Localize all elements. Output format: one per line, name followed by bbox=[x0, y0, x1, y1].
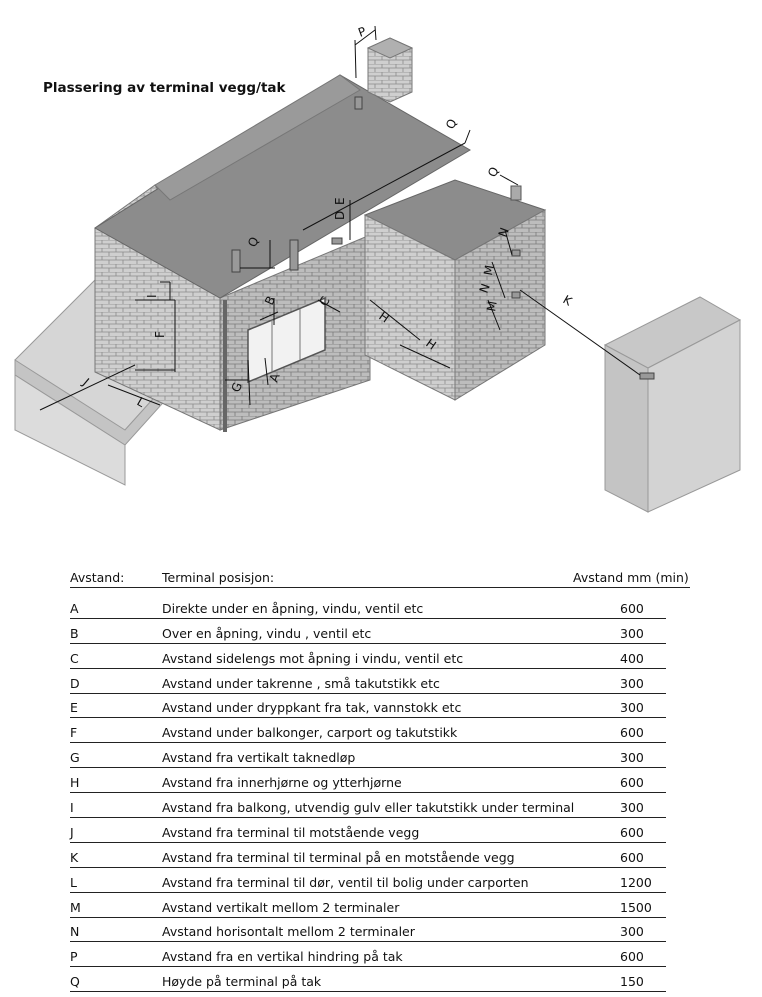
row-code: P bbox=[70, 949, 78, 965]
table-row: D Avstand under takrenne , små takutstikk… bbox=[70, 669, 666, 694]
label-q-top: Q bbox=[443, 117, 460, 131]
table-row: G Avstand fra vertikalt taknedløp 300 bbox=[70, 743, 666, 769]
table-row: N Avstand horisontalt mellom 2 terminaler… bbox=[70, 918, 666, 943]
row-code: H bbox=[70, 775, 80, 791]
label-g: G bbox=[229, 380, 245, 394]
row-description: Avstand fra innerhjørne og ytterhjørne bbox=[162, 775, 402, 791]
row-description: Avstand vertikalt mellom 2 terminaler bbox=[162, 899, 400, 915]
row-distance: 1200 bbox=[620, 874, 652, 890]
distance-table: Avstand: Terminal posisjon: Avstand mm (… bbox=[70, 569, 690, 993]
row-description: Avstand under balkonger, carport og taku… bbox=[162, 725, 458, 741]
row-distance: 400 bbox=[620, 650, 644, 666]
row-description: Avstand horisontalt mellom 2 terminaler bbox=[162, 924, 415, 940]
row-description: Over en åpning, vindu , ventil etc bbox=[162, 625, 372, 641]
row-distance: 600 bbox=[620, 725, 644, 741]
row-description: Avstand fra en vertikal hindring på tak bbox=[162, 949, 403, 965]
table-row: Q Høyde på terminal på tak 150 bbox=[70, 967, 666, 993]
table-row: J Avstand fra terminal til motstående veg… bbox=[70, 818, 666, 843]
label-m-top: M bbox=[481, 264, 497, 277]
row-code: B bbox=[70, 625, 79, 641]
row-code: N bbox=[70, 924, 80, 940]
row-distance: 300 bbox=[620, 924, 644, 940]
table-row: K Avstand fra terminal til terminal på en… bbox=[70, 843, 666, 868]
row-description: Avstand fra terminal til motstående vegg bbox=[162, 824, 420, 840]
header-terminal-posisjon: Terminal posisjon: bbox=[162, 570, 275, 585]
row-distance: 1500 bbox=[620, 899, 652, 915]
label-i: I bbox=[145, 294, 159, 298]
row-distance: 600 bbox=[620, 775, 644, 791]
row-code: M bbox=[70, 899, 81, 915]
table-row: F Avstand under balkonger, carport og tak… bbox=[70, 718, 666, 744]
row-description: Avstand fra terminal til dør, ventil til… bbox=[162, 874, 529, 890]
row-description: Avstand fra balkong, utvendig gulv eller… bbox=[162, 800, 575, 816]
row-description: Avstand under dryppkant fra tak, vannsto… bbox=[162, 700, 462, 716]
dimension-lines bbox=[39, 25, 641, 411]
row-code: D bbox=[70, 675, 80, 691]
row-distance: 300 bbox=[620, 625, 644, 641]
label-p: P bbox=[356, 24, 368, 40]
terminals bbox=[231, 96, 655, 380]
label-f: F bbox=[153, 331, 167, 338]
row-code: Q bbox=[70, 974, 80, 990]
label-k: K bbox=[561, 292, 576, 309]
row-distance: 300 bbox=[620, 675, 644, 691]
label-m-bottom: M bbox=[484, 300, 500, 313]
header-avstand-mm: Avstand mm (min) bbox=[573, 570, 689, 585]
table-row: M Avstand vertikalt mellom 2 terminaler 15… bbox=[70, 893, 666, 918]
row-code: C bbox=[70, 650, 79, 666]
table-row: A Direkte under en åpning, vindu, ventil … bbox=[70, 594, 666, 619]
table-row: I Avstand fra balkong, utvendig gulv elle… bbox=[70, 793, 666, 819]
row-description: Direkte under en åpning, vindu, ventil e… bbox=[162, 600, 424, 616]
table-row: B Over en åpning, vindu , ventil etc 300 bbox=[70, 619, 666, 644]
row-distance: 600 bbox=[620, 824, 644, 840]
row-distance: 150 bbox=[620, 974, 644, 990]
table-row: C Avstand sidelengs mot åpning i vindu, v… bbox=[70, 644, 666, 669]
row-description: Avstand under takrenne , små takutstikk … bbox=[162, 675, 440, 691]
row-code: J bbox=[70, 824, 74, 840]
row-code: K bbox=[70, 849, 79, 865]
row-distance: 600 bbox=[620, 849, 644, 865]
row-distance: 300 bbox=[620, 750, 644, 766]
row-code: F bbox=[70, 725, 78, 741]
diagram-title: Plassering av terminal vegg/tak bbox=[43, 80, 286, 96]
table-row: E Avstand under dryppkant fra tak, vannst… bbox=[70, 694, 666, 719]
row-code: A bbox=[70, 600, 79, 616]
header-avstand: Avstand: bbox=[70, 570, 125, 585]
row-description: Høyde på terminal på tak bbox=[162, 974, 322, 990]
label-q-right: Q bbox=[485, 165, 502, 179]
row-code: I bbox=[70, 800, 74, 816]
house-terminal-diagram: P Q Q Q D E N M N M K I F B C H H G A J … bbox=[14, 24, 742, 513]
row-code: G bbox=[70, 750, 80, 766]
table-row: P Avstand fra en vertikal hindring på tak… bbox=[70, 942, 666, 968]
table-row: H Avstand fra innerhjørne og ytterhjørne 6… bbox=[70, 768, 666, 794]
row-distance: 300 bbox=[620, 800, 644, 816]
table-row: L Avstand fra terminal til dør, ventil ti… bbox=[70, 868, 666, 893]
row-distance: 600 bbox=[620, 600, 644, 616]
label-d: D bbox=[333, 211, 347, 220]
table-header: Avstand: Terminal posisjon: Avstand mm (… bbox=[70, 569, 690, 588]
row-code: L bbox=[70, 874, 77, 890]
row-description: Avstand fra terminal til terminal på en … bbox=[162, 849, 515, 865]
row-distance: 600 bbox=[620, 949, 644, 965]
row-code: E bbox=[70, 700, 78, 716]
row-description: Avstand fra vertikalt taknedløp bbox=[162, 750, 356, 766]
row-distance: 300 bbox=[620, 700, 644, 716]
label-e: E bbox=[333, 197, 347, 205]
row-description: Avstand sidelengs mot åpning i vindu, ve… bbox=[162, 650, 464, 666]
annex-block bbox=[363, 179, 547, 401]
opposing-wall-box bbox=[603, 296, 742, 513]
